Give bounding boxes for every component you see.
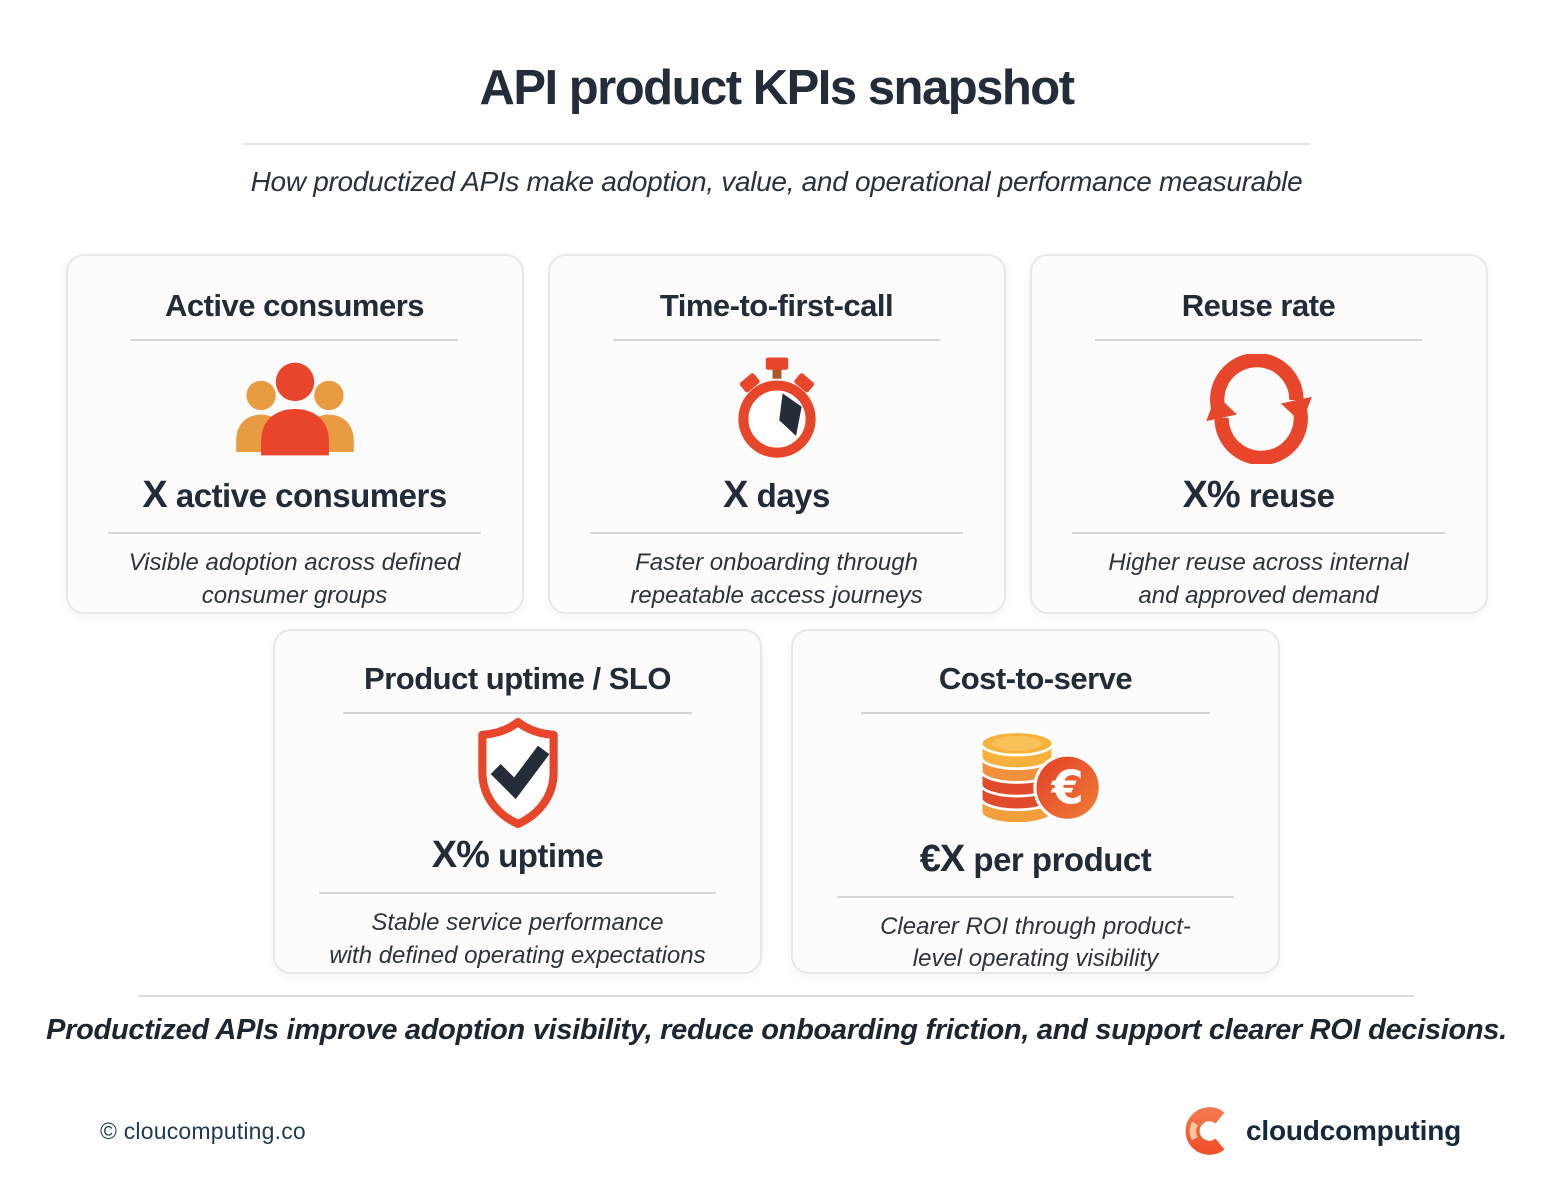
desc-line: with defined operating expectations: [329, 941, 706, 969]
desc-line: Clearer ROI through product-: [880, 913, 1191, 940]
cycle-arrows-icon: [1193, 347, 1325, 470]
metric-divider: [1072, 532, 1445, 535]
card-title-divider: [860, 712, 1211, 714]
kpi-card-reuse-rate: Reuse rate X% reuse Higher reuse across: [1029, 254, 1488, 614]
desc-line: and approved demand: [1138, 581, 1379, 609]
card-title: Cost-to-serve: [938, 661, 1133, 696]
desc-line: repeatable access journeys: [630, 581, 923, 609]
card-title: Time-to-first-call: [659, 288, 894, 323]
brand-name: cloudcomputing: [1246, 1115, 1461, 1146]
kpi-card-product-uptime-slo: Product uptime / SLO X% uptime Stable se…: [273, 629, 762, 974]
euro-symbol: €: [1050, 760, 1083, 814]
metric-label: active consumers: [175, 477, 447, 515]
brand-logo: cloudcomputing: [1181, 1105, 1461, 1157]
card-title-divider: [1095, 339, 1422, 341]
page-title: API product KPIs snapshot: [479, 61, 1075, 115]
card-title: Product uptime / SLO: [364, 661, 671, 696]
metric-value: X%: [431, 834, 490, 877]
card-title-divider: [131, 339, 458, 341]
metric-value: X: [723, 474, 748, 517]
metric-label: per product: [973, 841, 1152, 878]
card-title-divider: [613, 339, 940, 341]
card-description: Stable service performance with defined …: [329, 907, 705, 972]
metric-divider: [590, 532, 963, 535]
header: API product KPIs snapshot How productize…: [0, 0, 1553, 198]
card-title: Active consumers: [164, 288, 425, 323]
metric: €X per product: [920, 838, 1152, 881]
card-description: Faster onboarding through repeatable acc…: [630, 547, 922, 612]
metric: X% reuse: [1183, 474, 1335, 517]
bottom-bar: © cloucomputing.co cloudcomputing: [0, 1105, 1553, 1157]
kpi-row-1: Active consumers X active consumers Visi…: [0, 254, 1553, 614]
footer-divider: [139, 995, 1414, 997]
header-divider: [242, 143, 1311, 145]
kpi-card-time-to-first-call: Time-to-first-call X days Faster onboard…: [547, 254, 1006, 614]
metric: X% uptime: [431, 834, 604, 877]
metric-label: reuse: [1248, 477, 1335, 515]
metric-value: €X: [919, 838, 965, 880]
card-description: Clearer ROI through product- level opera…: [880, 911, 1191, 976]
summary-text: Productized APIs improve adoption visibi…: [46, 1014, 1507, 1046]
stopwatch-icon: [721, 347, 833, 470]
shield-check-icon: [467, 716, 569, 830]
copyright-text: © cloucomputing.co: [100, 1117, 306, 1144]
metric-value: X: [142, 474, 167, 517]
card-title-divider: [342, 712, 693, 714]
kpi-card-active-consumers: Active consumers X active consumers Visi…: [65, 254, 524, 614]
card-description: Visible adoption across defined consumer…: [129, 547, 461, 612]
card-description: Higher reuse across internal and approve…: [1108, 547, 1408, 612]
desc-line: Visible adoption across defined: [128, 549, 461, 577]
metric-divider: [836, 896, 1235, 898]
desc-line: level operating visibility: [912, 945, 1159, 973]
metric-divider: [318, 892, 717, 895]
metric: X days: [723, 474, 830, 517]
desc-line: Stable service performance: [371, 909, 664, 937]
card-title: Reuse rate: [1181, 288, 1336, 323]
people-icon: [226, 347, 364, 470]
desc-line: Higher reuse across internal: [1108, 549, 1409, 577]
cloudcomputing-logo-icon: [1181, 1105, 1233, 1157]
page-subtitle: How productized APIs make adoption, valu…: [250, 166, 1303, 197]
metric-label: days: [756, 477, 831, 515]
desc-line: Faster onboarding through: [635, 549, 918, 577]
euro-coins-icon: €: [966, 716, 1106, 834]
kpi-card-cost-to-serve: Cost-to-serve: [791, 629, 1280, 974]
metric-divider: [108, 532, 481, 535]
desc-line: consumer groups: [201, 581, 388, 609]
metric-label: uptime: [498, 837, 604, 875]
kpi-row-2: Product uptime / SLO X% uptime Stable se…: [0, 629, 1553, 974]
metric: X active consumers: [142, 474, 447, 517]
metric-value: X%: [1182, 474, 1241, 517]
